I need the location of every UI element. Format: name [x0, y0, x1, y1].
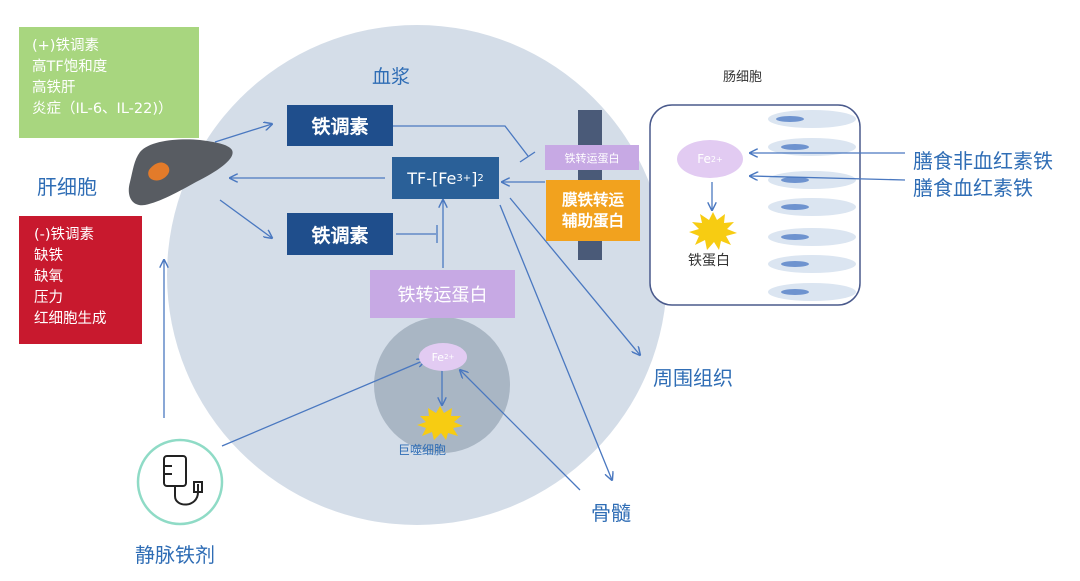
- positive-line-2: 高TF饱和度: [32, 59, 108, 75]
- enterocyte-title: 肠细胞: [723, 70, 763, 85]
- hepcidin-bottom-box: 铁调素: [287, 213, 393, 255]
- tf-complex-charge: 3+: [456, 172, 472, 184]
- transporter-small-box: 铁转运蛋白: [545, 145, 639, 170]
- hepcidin-top-box: 铁调素: [287, 105, 393, 146]
- transferrin-center-box: 铁转运蛋白: [370, 270, 515, 318]
- negative-line-2: 缺铁: [34, 248, 63, 264]
- tf-complex-sub: 2: [477, 172, 484, 184]
- ferritin-burst-icon: [689, 212, 737, 250]
- plasma-label: 血浆: [372, 66, 411, 88]
- hepcidin-positive-box: (+)铁调素 高TF饱和度 高铁肝 炎症（IL-6、IL-22)）: [19, 27, 199, 138]
- enterocyte-vesicles: [768, 110, 856, 301]
- enterocyte-fe-charge: 2+: [710, 154, 723, 164]
- liver-label: 肝细胞: [37, 175, 97, 199]
- ferritin-label: 铁蛋白: [688, 253, 730, 269]
- diet-nonheme-label: 膳食非血红素铁: [913, 149, 1053, 173]
- arrows: [164, 124, 906, 491]
- tf-complex-close: ]: [471, 168, 478, 188]
- negative-line-4: 压力: [34, 290, 63, 306]
- hepcidin-negative-box: (-)铁调素 缺铁 缺氧 压力 红细胞生成: [19, 216, 142, 344]
- diet-heme-label: 膳食血红素铁: [913, 176, 1033, 200]
- tissue-label: 周围组织: [653, 366, 733, 390]
- macrophage-fe-charge: 2+: [444, 353, 455, 361]
- marrow-label: 骨髓: [591, 501, 631, 525]
- tf-complex-main: TF-[Fe: [407, 168, 457, 188]
- iv-iron-label: 静脉铁剂: [135, 543, 215, 567]
- positive-line-1: (+)铁调素: [32, 38, 99, 54]
- negative-line-3: 缺氧: [34, 269, 63, 285]
- enterocyte-fe-symbol: Fe: [697, 152, 711, 166]
- negative-line-5: 红细胞生成: [34, 311, 107, 327]
- macrophage-label: 巨噬细胞: [398, 443, 447, 457]
- liver-icon: [128, 139, 233, 206]
- ferritin-burst-icon: [417, 406, 463, 440]
- hephaestin-line-1: 膜铁转运: [561, 190, 624, 209]
- positive-line-4: 炎症（IL-6、IL-22)）: [32, 101, 173, 117]
- iv-drip-icon: [136, 438, 224, 526]
- positive-line-3: 高铁肝: [32, 80, 76, 96]
- hephaestin-box: 膜铁转运 辅助蛋白: [546, 180, 640, 241]
- hephaestin-line-2: 辅助蛋白: [561, 211, 624, 230]
- macrophage-fe-symbol: Fe: [431, 350, 445, 364]
- negative-line-1: (-)铁调素: [34, 227, 95, 243]
